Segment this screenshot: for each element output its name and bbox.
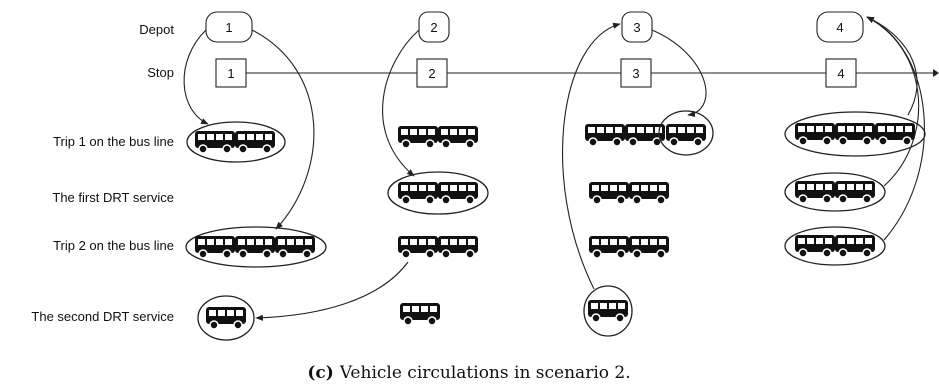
bus-icon <box>194 235 236 259</box>
trip2-stop4-vehicles <box>784 226 886 266</box>
bus-icon <box>834 180 876 204</box>
stop-node-4: 4 <box>825 58 857 88</box>
trip1-stop4-vehicles <box>784 111 926 157</box>
depot-node-2: 2 <box>418 11 450 43</box>
trip1-stop3-vehicles <box>584 110 714 156</box>
row-label-trip-2: Trip 2 on the bus line <box>53 238 174 253</box>
stop-node-2: 2 <box>416 58 448 88</box>
bus-icon <box>628 235 670 259</box>
bus-icon <box>794 122 836 146</box>
drt1-stop4-vehicles <box>784 172 886 212</box>
drt1-stop2-vehicles <box>387 171 489 215</box>
bus-icon <box>274 235 316 259</box>
bus-icon <box>234 235 276 259</box>
arrow-drt2-to-depot3 <box>562 22 621 290</box>
arrow-trip2-to-drt2 <box>255 261 409 321</box>
bus-icon <box>437 181 479 205</box>
trip2-stop1-vehicles <box>185 226 327 268</box>
bus-icon <box>437 235 479 259</box>
arrow-trip1-stop4-to-depot4 <box>866 16 918 116</box>
bus-icon <box>397 235 439 259</box>
bus-icon <box>628 181 670 205</box>
bus-icon <box>794 180 836 204</box>
bus-icon <box>588 235 630 259</box>
bus-icon <box>399 302 441 326</box>
drt2-stop2-vehicles <box>399 302 441 326</box>
row-label-first-drt: The first DRT service <box>52 190 174 205</box>
row-label-stop: Stop <box>147 65 174 80</box>
trip2-stop2-vehicles <box>397 235 479 259</box>
bus-icon <box>397 181 439 205</box>
drt1-stop3-vehicles <box>588 181 670 205</box>
bus-icon <box>834 122 876 146</box>
stop-number: 3 <box>632 66 639 81</box>
caption-tag: (c) <box>307 363 339 383</box>
stop-number: 1 <box>227 66 234 81</box>
stop-node-1: 1 <box>215 58 247 88</box>
bus-icon <box>194 130 236 154</box>
bus-icon <box>397 125 439 149</box>
drt2-stop1-vehicles <box>197 295 255 341</box>
bus-icon <box>874 122 916 146</box>
bus-line-arrowhead <box>933 69 939 77</box>
depot-number: 2 <box>430 20 437 35</box>
trip1-stop2-vehicles <box>397 125 479 149</box>
bus-icon <box>834 234 876 258</box>
bus-icon <box>665 123 707 147</box>
depot-number: 4 <box>836 20 843 35</box>
stop-node-3: 3 <box>620 58 652 88</box>
depot-node-3: 3 <box>621 11 653 43</box>
depot-number: 3 <box>633 20 640 35</box>
trip2-stop3-vehicles <box>588 235 670 259</box>
arrow-drt1-stop4-to-depot4 <box>866 16 920 187</box>
row-label-second-drt: The second DRT service <box>31 309 174 324</box>
bus-icon <box>794 234 836 258</box>
bus-icon <box>437 125 479 149</box>
bus-icon <box>587 299 629 323</box>
row-label-depot: Depot <box>139 22 174 37</box>
stop-number: 2 <box>428 66 435 81</box>
caption-text: Vehicle circulations in scenario 2. <box>339 363 631 383</box>
bus-icon <box>584 123 626 147</box>
figure-caption: (c) Vehicle circulations in scenario 2. <box>307 363 630 383</box>
depot-node-4: 4 <box>816 11 864 43</box>
depot-node-1: 1 <box>205 11 253 43</box>
arrow-depot3-to-trip1-bus <box>651 29 707 117</box>
arrow-depot2-to-drt1 <box>382 29 420 177</box>
arrow-depot1-to-trip1 <box>183 29 209 125</box>
bus-icon <box>588 181 630 205</box>
row-label-trip-1: Trip 1 on the bus line <box>53 134 174 149</box>
stop-number: 4 <box>837 66 844 81</box>
trip1-stop1-vehicles <box>186 121 286 163</box>
arrow-trip2-stop4-to-depot4 <box>866 16 925 241</box>
drt2-stop3-vehicles <box>583 285 633 337</box>
bus-icon <box>205 306 247 330</box>
arrow-depot1-to-trip2 <box>251 29 315 230</box>
depot-number: 1 <box>225 20 232 35</box>
bus-icon <box>234 130 276 154</box>
